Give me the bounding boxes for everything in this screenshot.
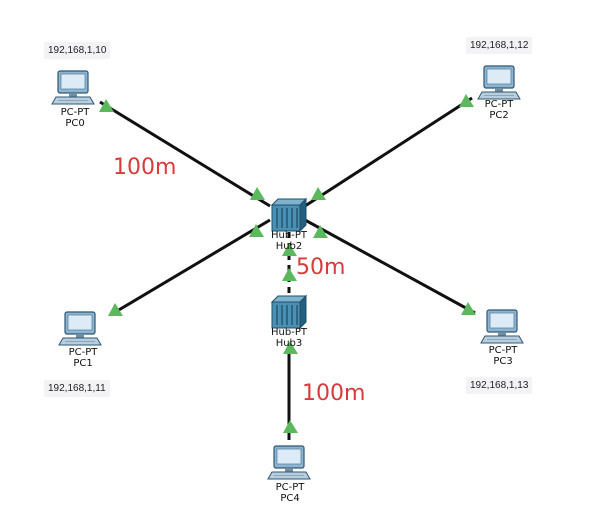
pc4-computer-icon[interactable] xyxy=(267,445,311,480)
distance-pc0-hub2: 100m xyxy=(113,155,177,180)
hub2-label[interactable]: Hub-PT Hub2 xyxy=(254,230,324,252)
hub3-label[interactable]: Hub-PT Hub3 xyxy=(254,327,324,349)
pc0-computer-icon[interactable] xyxy=(51,70,95,105)
port-up-icon xyxy=(282,243,297,256)
port-up-icon xyxy=(249,224,264,237)
pc4-name: PC4 xyxy=(280,493,300,504)
pc1-ip-label: 192,168,1,11 xyxy=(44,380,110,397)
pc1-type: PC-PT xyxy=(68,347,98,358)
pc2-name: PC2 xyxy=(489,110,509,121)
port-up-icon xyxy=(282,268,297,281)
port-up-icon xyxy=(461,302,476,315)
link-pc1-hub2[interactable] xyxy=(111,218,271,316)
port-up-icon xyxy=(283,341,298,354)
port-up-icon xyxy=(108,303,123,316)
pc2-type: PC-PT xyxy=(484,99,514,110)
pc3-ip-label: 192,168,1,13 xyxy=(466,377,533,394)
distance-hub3-pc4: 100m xyxy=(302,381,366,406)
pc3-type: PC-PT xyxy=(488,345,518,356)
hub2-hub-icon[interactable] xyxy=(271,198,307,232)
pc2-label[interactable]: PC-PT PC2 xyxy=(464,99,534,121)
link-pc3-hub2[interactable] xyxy=(304,218,476,315)
links xyxy=(99,96,476,440)
port-up-icon xyxy=(313,225,328,238)
port-up-icon xyxy=(311,187,326,200)
pc2-ip-label: 192,168,1,12 xyxy=(466,37,533,54)
port-up-icon xyxy=(250,187,265,200)
pc1-name: PC1 xyxy=(73,358,93,369)
port-up-icon xyxy=(283,420,298,433)
pc4-label[interactable]: PC-PT PC4 xyxy=(255,482,325,504)
pc0-ip-label: 192,168,1,10 xyxy=(44,42,111,59)
link-pc2-hub2[interactable] xyxy=(304,96,473,208)
pc1-label[interactable]: PC-PT PC1 xyxy=(48,347,118,369)
link-pc0-hub2[interactable] xyxy=(99,100,271,208)
pc4-type: PC-PT xyxy=(275,482,305,493)
port-up-icon xyxy=(99,99,114,112)
pc0-type: PC-PT xyxy=(60,107,90,118)
pc3-name: PC3 xyxy=(493,356,513,367)
hub2-type: Hub-PT xyxy=(271,230,307,241)
port-indicators xyxy=(99,94,476,433)
pc1-computer-icon[interactable] xyxy=(58,311,102,346)
pc3-label[interactable]: PC-PT PC3 xyxy=(468,345,538,367)
pc2-computer-icon[interactable] xyxy=(477,65,521,100)
pc3-computer-icon[interactable] xyxy=(480,309,524,344)
pc0-name: PC0 xyxy=(65,118,85,129)
hub3-hub-icon[interactable] xyxy=(271,295,307,329)
pc0-label[interactable]: PC-PT PC0 xyxy=(40,107,110,129)
hub2-name: Hub2 xyxy=(275,241,303,252)
distance-hub2-hub3: 50m xyxy=(296,255,346,280)
hub3-name: Hub3 xyxy=(275,338,303,349)
port-up-icon xyxy=(459,94,474,107)
hub3-type: Hub-PT xyxy=(271,327,307,338)
